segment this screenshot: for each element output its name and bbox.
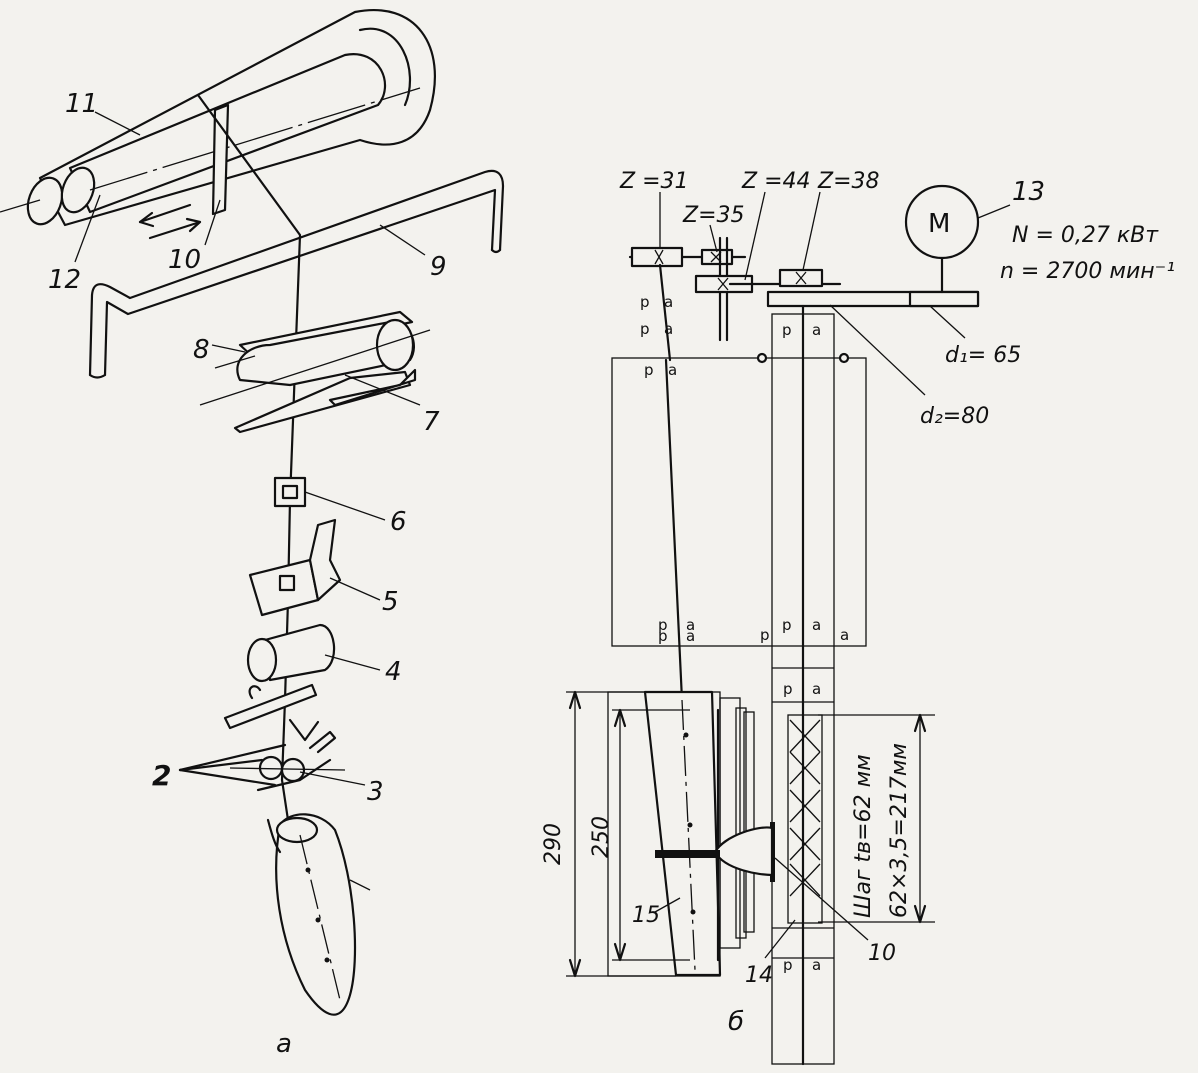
svg-text:р: р bbox=[658, 616, 668, 634]
detector-2-3 bbox=[178, 683, 346, 792]
svg-text:а: а bbox=[664, 320, 673, 338]
svg-text:а: а bbox=[840, 626, 849, 644]
svg-text:р: р bbox=[760, 626, 770, 644]
gear-z31-label: Z =31 bbox=[619, 169, 689, 194]
svg-text:р: р bbox=[783, 680, 793, 698]
gear-z44-label: Z =44 bbox=[741, 169, 811, 194]
device-6 bbox=[273, 476, 307, 508]
motor-speed: n = 2700 мин⁻¹ bbox=[1000, 259, 1175, 284]
figure-b: Z =31 Z=35 Z =44 Z=38 M 13 N = 0,27 кВт … bbox=[541, 169, 1175, 1066]
drum-15 bbox=[607, 690, 755, 977]
dim-250-label: 250 bbox=[589, 816, 614, 858]
frame-outline bbox=[611, 357, 867, 647]
label-15: 15 bbox=[632, 903, 660, 928]
caption-b: б bbox=[728, 1007, 744, 1037]
device-5 bbox=[248, 518, 342, 617]
svg-text:р: р bbox=[640, 320, 650, 338]
step-calc-label: 62×3,5=217мм bbox=[887, 743, 912, 918]
label-7: 7 bbox=[423, 407, 440, 437]
svg-text:р: р bbox=[782, 616, 792, 634]
motor-number-label: 13 bbox=[1012, 177, 1045, 207]
svg-text:р: р bbox=[783, 956, 793, 974]
svg-text:а: а bbox=[668, 361, 677, 379]
traverse-arrows bbox=[138, 203, 202, 240]
label-10: 10 bbox=[168, 245, 201, 275]
package-cop bbox=[266, 813, 357, 1016]
label-14: 14 bbox=[745, 963, 773, 988]
guide-rod-9 bbox=[88, 169, 505, 379]
thread-guide-10 bbox=[211, 103, 230, 216]
gear-z38-label: Z=38 bbox=[817, 169, 880, 194]
svg-text:р: р bbox=[644, 361, 654, 379]
left-chain bbox=[658, 263, 684, 702]
svg-text:р: р bbox=[640, 293, 650, 311]
svg-text:а: а bbox=[686, 627, 695, 645]
label-8: 8 bbox=[193, 335, 210, 365]
svg-text:а: а bbox=[812, 321, 821, 339]
svg-text:р: р bbox=[782, 321, 792, 339]
label-5: 5 bbox=[382, 587, 399, 617]
label-11: 11 bbox=[65, 89, 98, 119]
label-10-right: 10 bbox=[868, 941, 896, 966]
label-4: 4 bbox=[385, 657, 402, 687]
figure-a: 11 12 10 9 8 7 6 5 4 3 2 а bbox=[0, 9, 505, 1059]
label-6: 6 bbox=[390, 507, 407, 537]
label-2: 2 bbox=[152, 759, 171, 792]
traverse-guide-10 bbox=[655, 822, 775, 882]
tensioner-7-8 bbox=[199, 310, 431, 434]
gear-z35-label: Z=35 bbox=[682, 203, 745, 228]
svg-text:р: р bbox=[658, 627, 668, 645]
label-9: 9 bbox=[430, 252, 447, 282]
dim-217 bbox=[818, 713, 935, 924]
svg-text:а: а bbox=[812, 616, 821, 634]
leader-lines-a bbox=[74, 111, 426, 891]
svg-text:а: а bbox=[812, 680, 821, 698]
pulley-d2-label: d₂=80 bbox=[920, 404, 989, 429]
pulley-d1-label: d₁= 65 bbox=[945, 343, 1021, 368]
belt-column bbox=[771, 304, 835, 1066]
svg-text:а: а bbox=[812, 956, 821, 974]
motor-13: M bbox=[904, 184, 1011, 294]
dim-250 bbox=[612, 708, 690, 962]
caption-a: а bbox=[276, 1029, 292, 1059]
svg-text:а: а bbox=[686, 616, 695, 634]
label-12: 12 bbox=[48, 265, 81, 295]
motor-symbol: M bbox=[928, 209, 950, 239]
motor-power: N = 0,27 кВт bbox=[1012, 223, 1159, 248]
label-3: 3 bbox=[367, 777, 384, 807]
dim-290-label: 290 bbox=[541, 823, 566, 865]
dim-290 bbox=[566, 690, 676, 978]
step-label: Шаг tв=62 мм bbox=[851, 754, 876, 918]
gear-train bbox=[628, 236, 980, 342]
roller-4 bbox=[246, 623, 336, 683]
svg-text:а: а bbox=[664, 293, 673, 311]
